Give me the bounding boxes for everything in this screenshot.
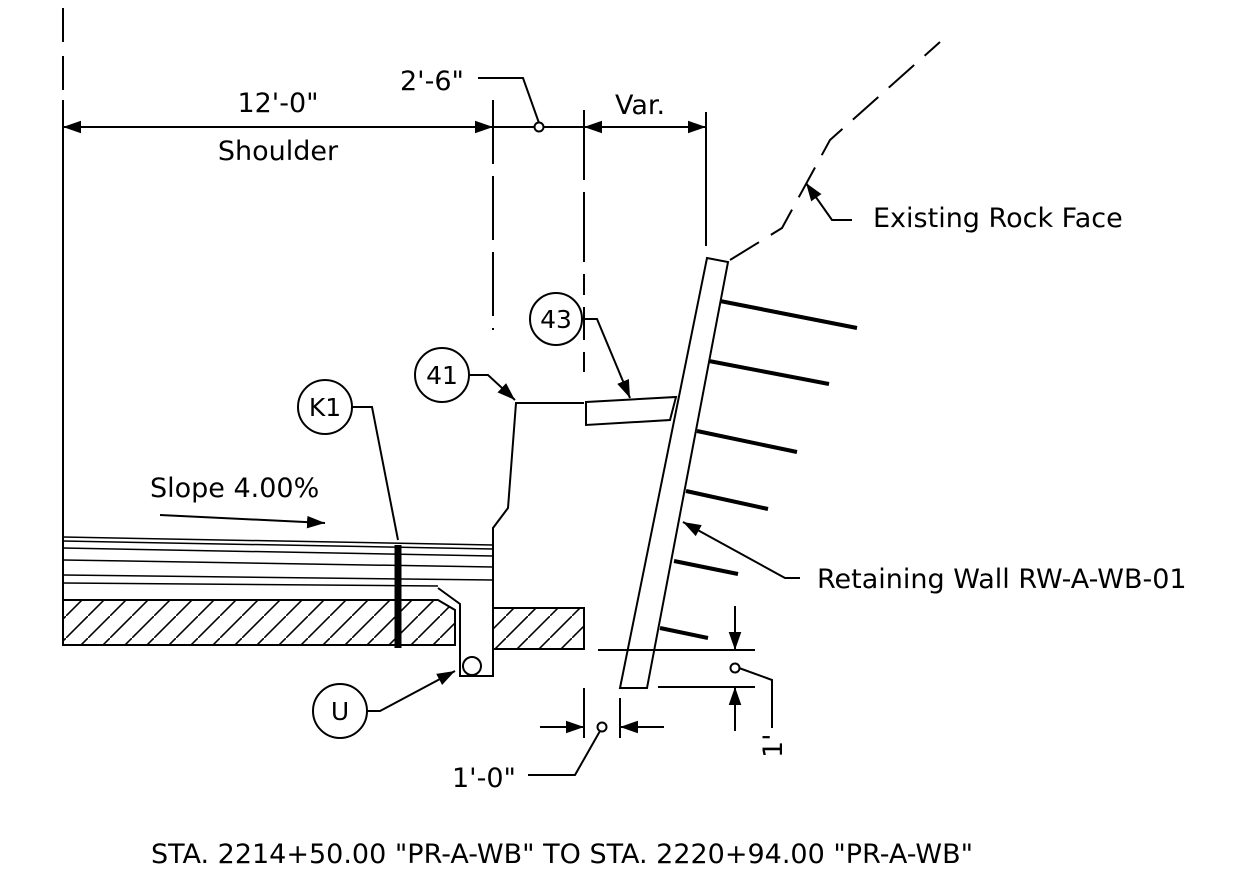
soil-nail [685,489,769,511]
soil-nail [659,626,709,640]
retaining-wall-leader [682,521,800,579]
callout-43-text: 43 [540,305,572,334]
pavement-layer-line [62,582,439,587]
cap-bracket [585,395,678,427]
callout-k1-leader [352,406,399,541]
retaining-wall-panel [618,256,730,689]
station-range-title: STA. 2214+50.00 "PR-A-WB" TO STA. 2220+9… [151,839,973,870]
var-width-text: Var. [615,90,665,121]
soil-nail [719,299,858,330]
base-course-right [492,607,585,650]
slope-arrow [159,514,326,529]
soil-nails [659,299,858,640]
underdrain-trench [437,587,473,677]
soil-nail [696,429,798,454]
pavement-layer-line [62,547,494,557]
shoulder-width-text: 12'-0" [237,88,318,119]
shoulder-label-text: Shoulder [218,136,339,167]
retaining-wall-label: Retaining Wall RW-A-WB-01 [817,564,1187,595]
gap-leader [478,77,540,124]
vertical-dim-node [729,662,741,674]
barrier-profile [473,402,584,677]
offset-leader [528,730,601,776]
callout-41-text: 41 [426,361,458,390]
callout-41-leader [469,374,516,401]
pavement-layer-line [62,536,494,546]
pavement-layer-line [62,559,494,568]
callout-u-text: U [331,697,349,726]
gap-dimension-node [533,121,545,133]
callout-43-leader [582,318,631,399]
pavement-layer-line [62,574,494,581]
vertical-leader [738,667,773,728]
slope-label: Slope 4.00% [150,473,319,504]
pavement-layers [62,536,494,587]
callout-u-leader [367,670,456,712]
soil-nail [673,559,739,576]
offset-dim-node [596,721,608,733]
rock-face-leader [805,182,852,221]
rock-face-label: Existing Rock Face [873,203,1123,234]
offset-bottom-text: 1'-0" [452,763,516,794]
callout-k1-text: K1 [309,393,341,422]
soil-nail [708,359,830,386]
base-course-left [62,599,456,646]
gap-width-text: 2'-6" [400,66,464,97]
underdrain-pipe [462,656,482,676]
pavement-layer-line [62,540,494,550]
vertical-offset-text: 1' [758,733,789,758]
